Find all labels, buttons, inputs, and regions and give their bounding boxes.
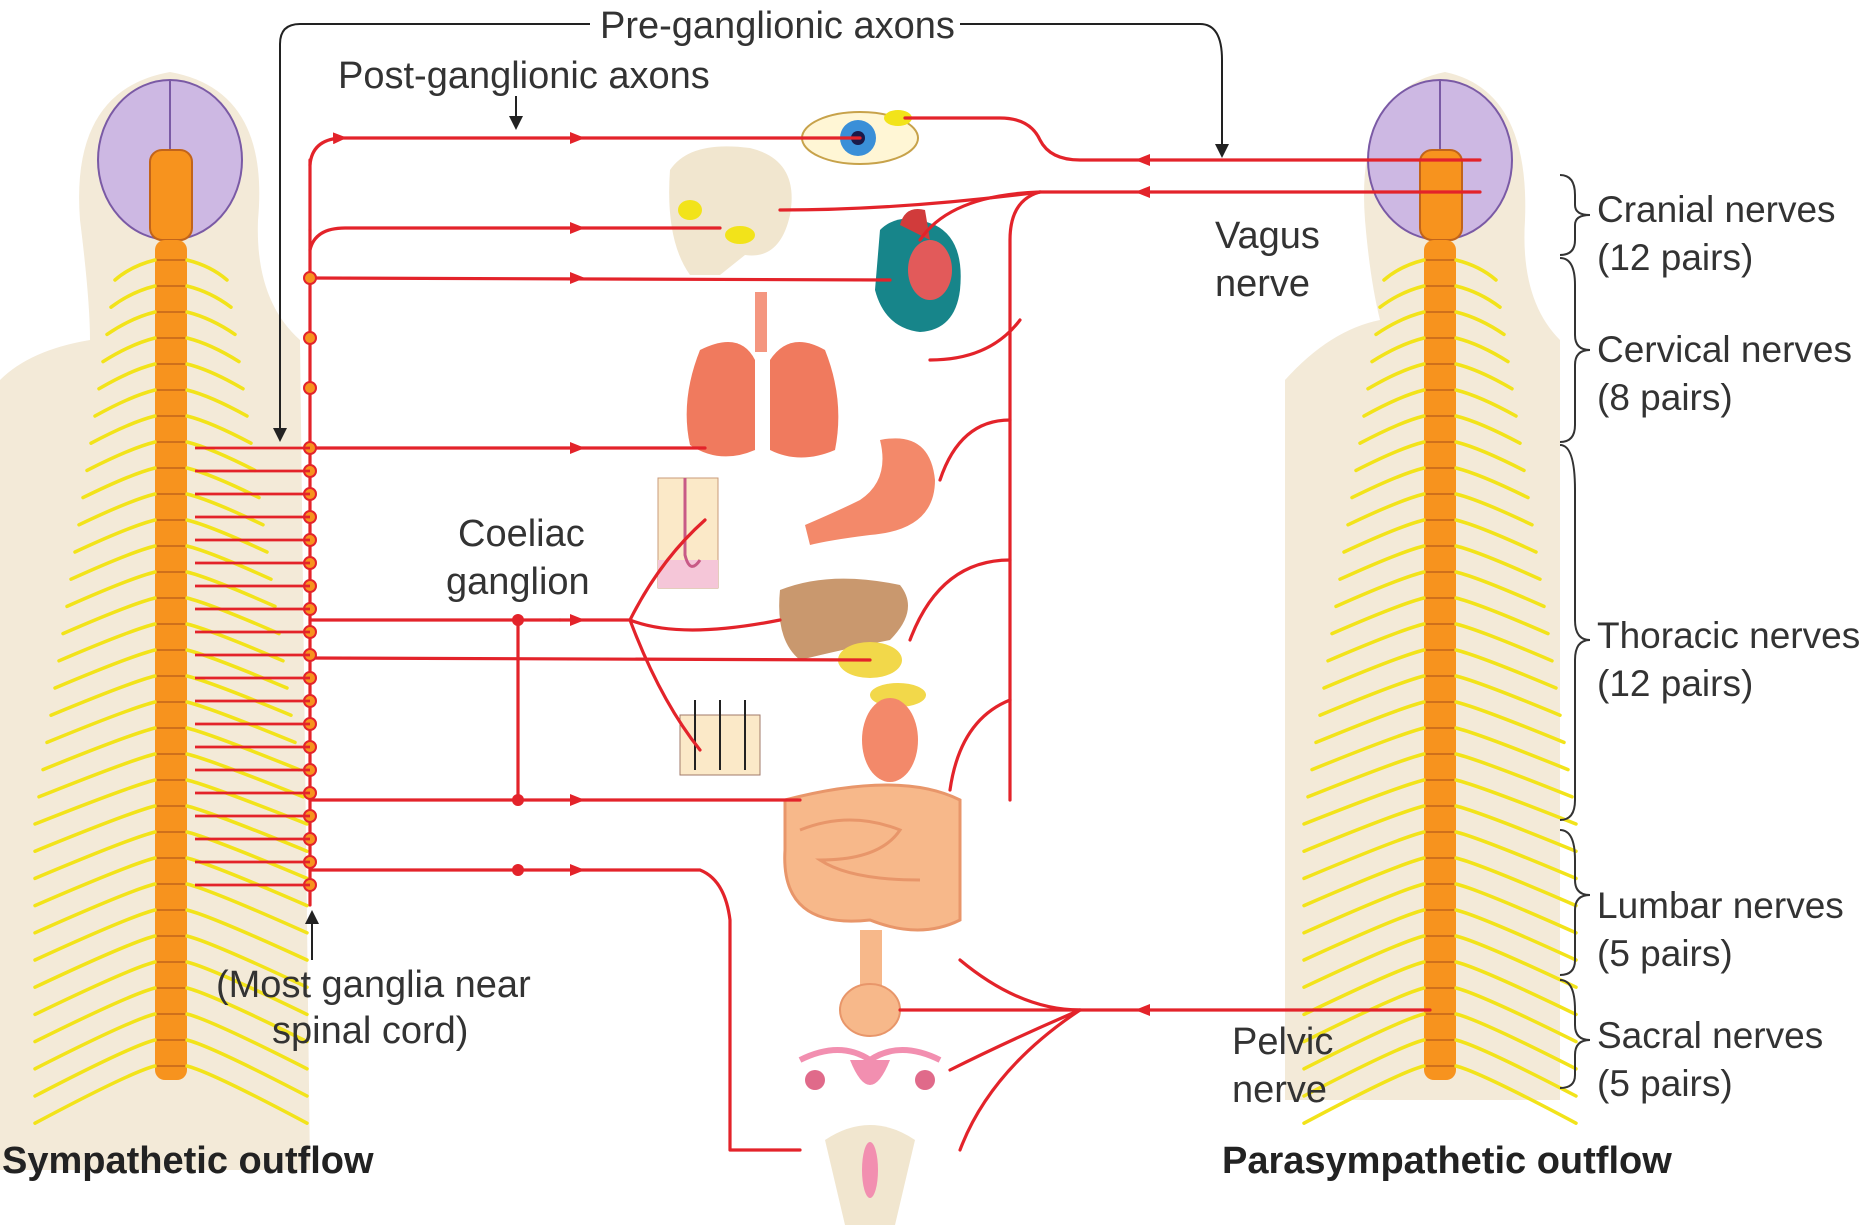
nerve-group-cervical-name: Cervical nerves [1597, 329, 1852, 370]
nerve-group-cranial-count: (12 pairs) [1597, 237, 1753, 278]
mesenteric-ganglion-upper [512, 794, 524, 806]
chain-ganglion [304, 332, 316, 344]
reproductive-organ-icon [800, 1050, 940, 1090]
chain-ganglion [304, 382, 316, 394]
intestines-icon [785, 785, 960, 990]
genital-icon [825, 1125, 915, 1225]
adrenal-kidney-icon [862, 683, 926, 782]
bladder-icon [840, 984, 900, 1036]
label-pelvic-line2: nerve [1232, 1069, 1327, 1111]
nerve-group-thoracic-count: (12 pairs) [1597, 663, 1753, 704]
chain-ganglion [304, 272, 316, 284]
nerve-group-sacral-name: Sacral nerves [1597, 1015, 1823, 1056]
right-brainstem-icon [1420, 150, 1462, 240]
nerve-group-cranial-name: Cranial nerves [1597, 189, 1836, 230]
label-pelvic-line1: Pelvic [1232, 1021, 1333, 1063]
heart-icon [875, 209, 961, 332]
label-most-ganglia-line2: spinal cord) [272, 1010, 468, 1052]
nerve-group-lumbar-count: (5 pairs) [1597, 933, 1733, 974]
label-post-ganglionic-axons: Post-ganglionic axons [338, 55, 710, 97]
mesenteric-ganglion-lower [512, 864, 524, 876]
nerve-group-lumbar-name: Lumbar nerves [1597, 885, 1844, 926]
stomach-icon [805, 438, 935, 545]
label-vagus-line2: nerve [1215, 263, 1310, 305]
left-brainstem-icon [150, 150, 192, 240]
salivary-gland-icon [669, 146, 792, 275]
coeliac-ganglion [512, 614, 524, 626]
label-vagus-line1: Vagus [1215, 215, 1320, 257]
nerve-group-sacral-count: (5 pairs) [1597, 1063, 1733, 1104]
lungs-icon [687, 292, 839, 458]
label-coeliac-line1: Coeliac [458, 513, 585, 555]
organs [658, 110, 961, 1225]
nerve-group-cervical-count: (8 pairs) [1597, 377, 1733, 418]
label-coeliac-line2: ganglion [446, 561, 590, 603]
label-parasympathetic-outflow: Parasympathetic outflow [1222, 1140, 1672, 1182]
nerve-group-braces [1560, 175, 1590, 1088]
skin-sweat-gland-icon [658, 478, 718, 588]
right-spinal-cord [1424, 240, 1456, 1080]
label-most-ganglia-line1: (Most ganglia near [216, 964, 531, 1006]
label-pre-ganglionic-axons: Pre-ganglionic axons [600, 5, 955, 47]
nerve-group-thoracic-name: Thoracic nerves [1597, 615, 1860, 656]
parasympathetic-figure [1285, 72, 1576, 1123]
left-spinal-cord [155, 240, 187, 1080]
label-sympathetic-outflow: Sympathetic outflow [2, 1140, 374, 1182]
